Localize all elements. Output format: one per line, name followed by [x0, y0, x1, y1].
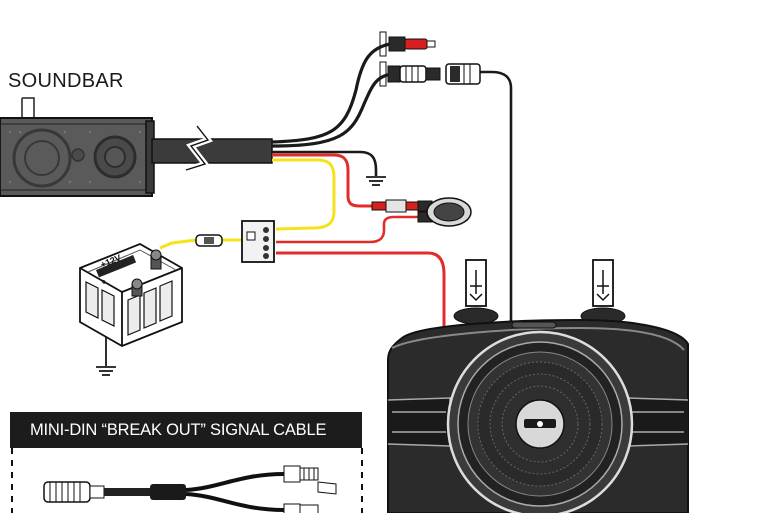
- signal-cable-title: MINI-DIN “BREAK OUT” SIGNAL CABLE: [10, 412, 362, 448]
- power-wire-soundbar: [272, 153, 372, 208]
- sub-mount-right: [580, 259, 626, 325]
- sub-mount-left: [453, 259, 499, 325]
- battery-fuse: [195, 234, 223, 247]
- signal-wire-subwoofer: [480, 70, 513, 322]
- mini-din-cable-drawing: [43, 465, 337, 513]
- soundbar-cable-sheath: [151, 124, 273, 173]
- mini-din-connector-icon: [379, 61, 481, 87]
- inline-fuse-switch: [371, 197, 472, 227]
- ground-wire-soundbar: [272, 150, 378, 176]
- soundbar-label: SOUNDBAR: [8, 70, 124, 92]
- remote-wire-battery: [159, 238, 197, 250]
- battery: +12V: [79, 243, 183, 347]
- soundbar: [0, 97, 155, 197]
- junction-block: [241, 220, 275, 263]
- power-wire-switch: [276, 215, 418, 244]
- signal-cable-panel: [11, 448, 363, 513]
- signal-wire-upper: [271, 42, 391, 144]
- rca-connector-icon: [379, 31, 436, 57]
- signal-wire-lower: [271, 72, 393, 148]
- power-wire-subwoofer: [276, 251, 446, 326]
- subwoofer: [387, 259, 689, 513]
- remote-wire-soundbar: [272, 158, 336, 231]
- ground-symbol-icon: [366, 176, 386, 186]
- ground-symbol-icon: [96, 366, 116, 376]
